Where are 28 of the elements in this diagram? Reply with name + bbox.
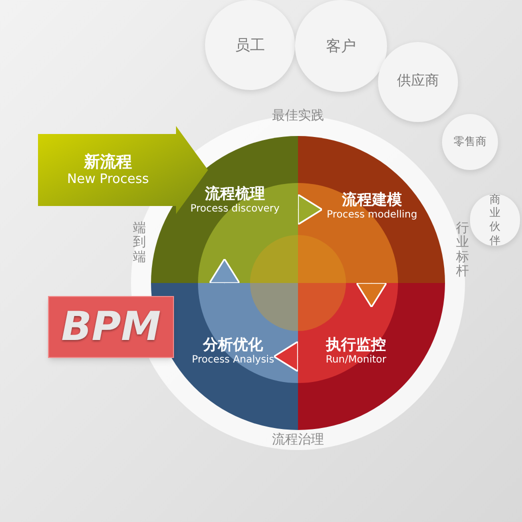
quadrant-title: 流程建模 xyxy=(342,190,402,210)
bubble-label: 供应商 xyxy=(396,73,440,91)
ring-label: 流程治理 xyxy=(272,431,324,450)
quadrant-subtitle: Run/Monitor xyxy=(326,354,386,367)
ring-label: 行业标杆 xyxy=(456,222,469,280)
badge-text: BPM xyxy=(61,307,161,347)
cycle-quadrant xyxy=(151,136,298,283)
quadrant-subtitle: Process Analysis xyxy=(192,354,274,367)
quadrant-subtitle: Process modelling xyxy=(326,209,418,222)
chevron-arrow xyxy=(273,340,300,372)
quadrant-title: 流程梳理 xyxy=(205,184,265,204)
quadrant-title: 分析优化 xyxy=(203,335,263,354)
ring-label: 最佳实践 xyxy=(272,107,324,126)
quadrant-title: 执行监控 xyxy=(326,335,386,354)
cycle-quadrant xyxy=(298,283,445,430)
chevron-arrow xyxy=(296,194,323,226)
chevron-arrow xyxy=(356,282,388,308)
bubble-label: 客户 xyxy=(325,36,357,56)
bubble-label: 零售商 xyxy=(452,135,488,149)
bubble-label: 商业伙伴 xyxy=(488,192,502,248)
bubble-label: 员工 xyxy=(234,36,266,54)
cycle-quadrant xyxy=(298,136,445,283)
chevron-arrow xyxy=(208,258,240,284)
bpm-badge xyxy=(48,296,174,358)
ring-label: 端到端 xyxy=(133,222,146,265)
arrow-subtitle: New Process xyxy=(67,172,149,188)
quadrant-subtitle: Process discovery xyxy=(190,203,280,216)
arrow-title: 新流程 xyxy=(84,152,132,172)
